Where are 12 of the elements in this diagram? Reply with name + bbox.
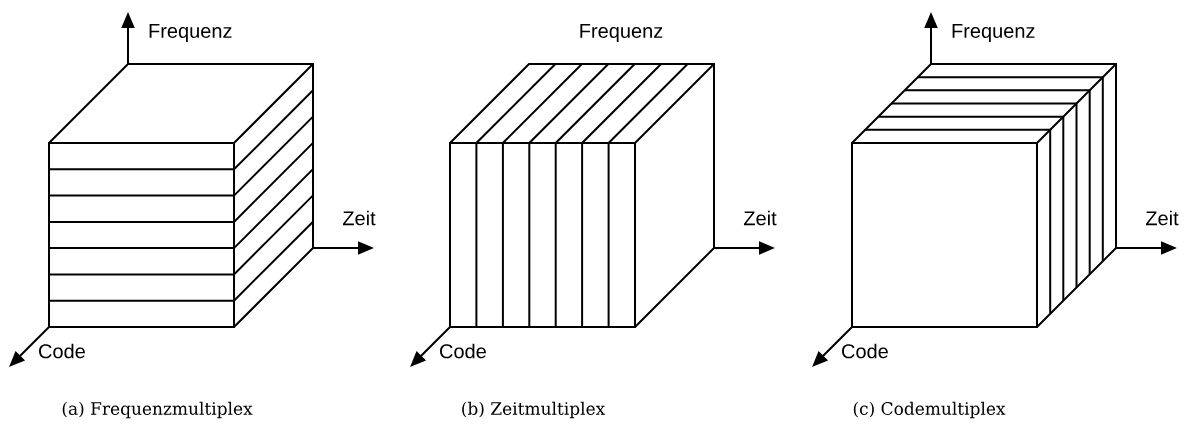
caption: (a) Frequenzmultiplex xyxy=(62,401,253,419)
caption: (b) Zeitmultiplex xyxy=(462,401,605,419)
axis-label: Zeit xyxy=(1145,210,1179,226)
axis-label: Code xyxy=(842,343,888,359)
axis-label: Frequenz xyxy=(580,24,663,42)
axis-label: Frequenz xyxy=(952,24,1035,42)
axis-label: Frequenz xyxy=(149,24,232,42)
caption: (c) Codemultiplex xyxy=(853,401,1006,419)
axis-label: Code xyxy=(440,343,486,359)
axis-label: Zeit xyxy=(743,210,777,226)
axis-label: Zeit xyxy=(342,210,376,226)
axis-label: Code xyxy=(39,343,85,359)
